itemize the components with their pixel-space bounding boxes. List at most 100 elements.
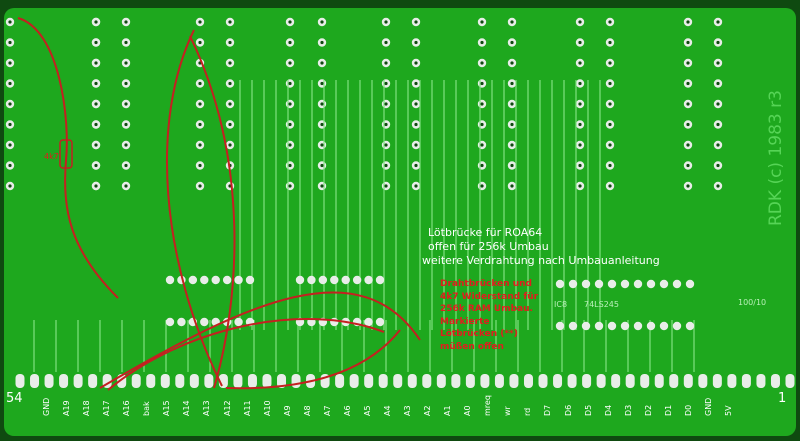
resistor-4k7 [59,139,73,169]
edge-pin-label: A16 [122,400,132,416]
edge-finger [436,374,446,388]
pad-hole [228,122,232,127]
pad-hole [510,143,514,147]
pad-hole [198,122,202,127]
ic-pad [659,279,669,289]
edge-pin-label: A4 [383,405,392,416]
pad-hole [288,143,292,147]
pad-hole [414,61,418,65]
edge-pin-label: A8 [302,405,312,416]
pad-hole [228,102,232,106]
edge-pin-label: A1 [443,405,453,416]
ic-pad [581,321,591,331]
edge-pin-label: GND [703,397,713,416]
edge-finger [59,374,69,388]
pad-hole [480,20,484,24]
ic-pad [352,275,362,285]
pad-hole [198,81,202,86]
jumper-wire [17,17,119,299]
copyright-text: RDK (c) 1983 r3 [766,90,786,226]
edge-finger [233,374,243,388]
ic-pad [165,275,175,285]
ic-pad [330,275,339,285]
pad-hole [228,20,232,24]
ic-pad [672,279,682,289]
edge-pin-label: A12 [222,400,232,416]
pad-hole [578,122,582,127]
pad-hole [686,143,690,147]
pad-hole [320,61,324,65]
pad-hole [94,81,98,86]
ic-pad [375,275,385,285]
edge-finger [451,374,461,388]
edge-finger [277,374,287,388]
pad-hole [414,102,418,106]
edge-finger [262,374,272,388]
ic-pad [568,321,578,331]
resistor-label: 4k7 [44,152,59,161]
pad-hole [578,163,582,168]
edge-pin-label: mreq [483,395,493,416]
edge-finger [15,374,25,388]
edge-pin-label: A9 [282,405,292,416]
pad-hole [288,40,292,45]
ic-pad [330,317,339,327]
pad-hole [414,122,418,127]
ic-pad [177,317,186,327]
edge-pin-label: GND [42,397,51,416]
pad-hole [94,102,98,106]
edge-pin-label: A10 [262,400,272,416]
pad-hole [384,184,388,188]
ic-pad [594,279,604,289]
pad-hole [384,102,388,106]
ic-pad [646,279,656,289]
red-line: Markierte [440,316,490,327]
pad-hole [288,163,292,168]
edge-finger [349,374,359,388]
cap-label: 100/10 [738,298,767,307]
ic-pad [211,275,220,285]
pad-hole [480,184,484,188]
ic-pad [581,279,591,289]
edge-finger [611,374,621,388]
pad-hole [94,20,98,24]
ic-pad [200,317,209,327]
pad-hole [8,122,12,127]
edge-finger [30,374,40,388]
edge-pin-label: rd [523,407,533,416]
pad-hole [8,20,12,24]
pad-hole [716,184,720,188]
edge-pin-label: D6 [563,404,573,416]
edge-finger [480,374,490,388]
pad-hole [578,20,582,24]
pad-hole [94,163,98,168]
edge-pin-label: D3 [623,404,633,416]
red-instruction: Drahtbrücken und 4k7 Widerstand für 256k… [440,278,538,353]
edge-finger [393,374,403,388]
pad-hole [686,81,690,86]
edge-pin-54: 54 [6,391,23,406]
pad-hole [320,20,324,24]
pad-hole [608,40,612,45]
pad-hole [8,102,12,106]
ic-pad [594,321,604,331]
ic-pad [188,275,198,285]
edge-pin-label: A3 [403,405,413,416]
red-line: Drahtbrücken und [440,279,532,289]
pad-hole [124,20,128,24]
pad-hole [94,61,98,65]
copper-fill [4,8,796,436]
pad-hole [686,122,690,127]
ic-pad [222,275,232,285]
edge-finger [378,374,388,388]
edge-finger [756,374,766,388]
edge-finger [335,374,345,388]
pad-hole [414,40,418,45]
ic-pad [607,279,617,289]
edge-pin-label: A19 [62,400,72,416]
ic-pad [200,275,209,285]
edge-pin-label: A6 [342,405,352,416]
ic-pad [672,321,682,331]
pad-hole [716,81,720,86]
